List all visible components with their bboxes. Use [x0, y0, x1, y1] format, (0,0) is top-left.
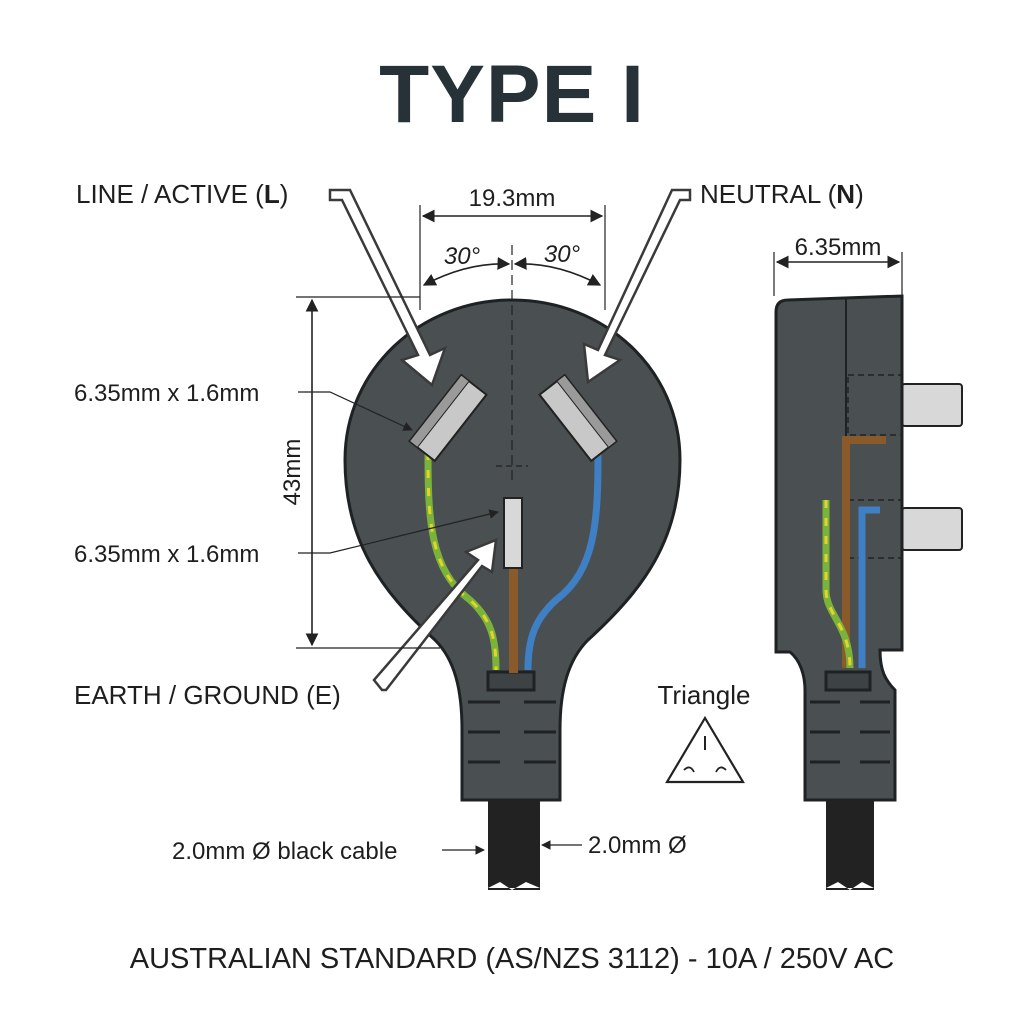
earth-pin: [503, 497, 523, 569]
page-title: TYPE I: [379, 49, 645, 140]
side-cable: [826, 790, 874, 890]
front-cable: [488, 790, 540, 890]
neutral-wire: [524, 451, 602, 671]
earth-arrow: [372, 538, 498, 692]
angle-dimension: [422, 257, 602, 286]
pin-size-top-label: 6.35mm x 1.6mm: [74, 380, 259, 407]
line-active-label: LINE / ACTIVE (L): [76, 179, 288, 209]
triangle-label: Triangle: [658, 680, 751, 710]
triangle-symbol: [665, 715, 745, 784]
side-neutral-wire: [858, 506, 880, 668]
line-pin: [408, 373, 488, 463]
neutral-arrow: [582, 188, 692, 385]
height-dimension: [296, 296, 440, 649]
side-top-pin: [901, 383, 963, 427]
cable-left-label: 2.0mm Ø black cable: [172, 838, 397, 865]
side-strain-relief: [810, 670, 890, 764]
height-label: 43mm: [279, 439, 306, 506]
width-label: 19.3mm: [469, 185, 556, 212]
side-plug-body: [774, 294, 904, 802]
active-wire: [509, 565, 518, 673]
cable-right-label: 2.0mm Ø: [588, 832, 687, 859]
standard-footer: AUSTRALIAN STANDARD (AS/NZS 3112) - 10A …: [130, 943, 894, 975]
neutral-pin: [538, 373, 618, 463]
angle-right-label: 30°: [544, 241, 581, 268]
earth-label: EARTH / GROUND (E): [74, 680, 341, 710]
neutral-label: NEUTRAL (N): [700, 179, 864, 209]
line-arrow: [328, 188, 448, 388]
side-thickness-label: 6.35mm: [795, 234, 882, 261]
angle-left-label: 30°: [444, 243, 481, 270]
side-view: [773, 252, 963, 890]
front-view: 19.3mm 30° 30° 43mm: [279, 185, 692, 890]
pin-size-bottom-label: 6.35mm x 1.6mm: [74, 541, 259, 568]
side-thickness-dimension: [773, 252, 903, 296]
side-active-wire: [842, 436, 886, 668]
side-bottom-pin: [901, 507, 963, 551]
width-dimension: [419, 205, 606, 310]
